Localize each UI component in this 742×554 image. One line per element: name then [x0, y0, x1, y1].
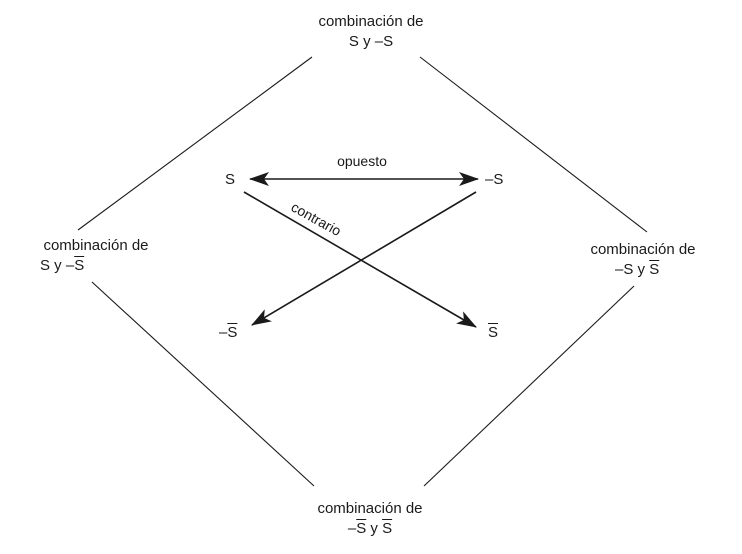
- diamond-edge-top-left: [77, 56, 313, 231]
- term-sbar: S: [488, 324, 499, 341]
- term-neg-s: –S: [485, 171, 504, 188]
- diamond-edge-bottom-right: [423, 285, 635, 487]
- diamond-edge-top-right: [419, 56, 648, 233]
- corner-right-label: combinación de –S y S: [590, 241, 696, 278]
- term-s: S: [225, 171, 236, 188]
- corner-left-label: combinación de S y –S: [40, 237, 149, 274]
- corner-bottom-label: combinación de –S y S: [317, 500, 423, 537]
- contrary-arrow: [243, 191, 477, 328]
- diamond-edge-bottom-left: [91, 281, 315, 487]
- cross-arrow: [251, 191, 477, 326]
- term-neg-sbar: –S: [219, 324, 238, 341]
- opposite-label: opuesto: [337, 153, 387, 169]
- contrary-label: contrario: [289, 199, 345, 240]
- corner-top-label: combinación de S y –S: [318, 13, 424, 50]
